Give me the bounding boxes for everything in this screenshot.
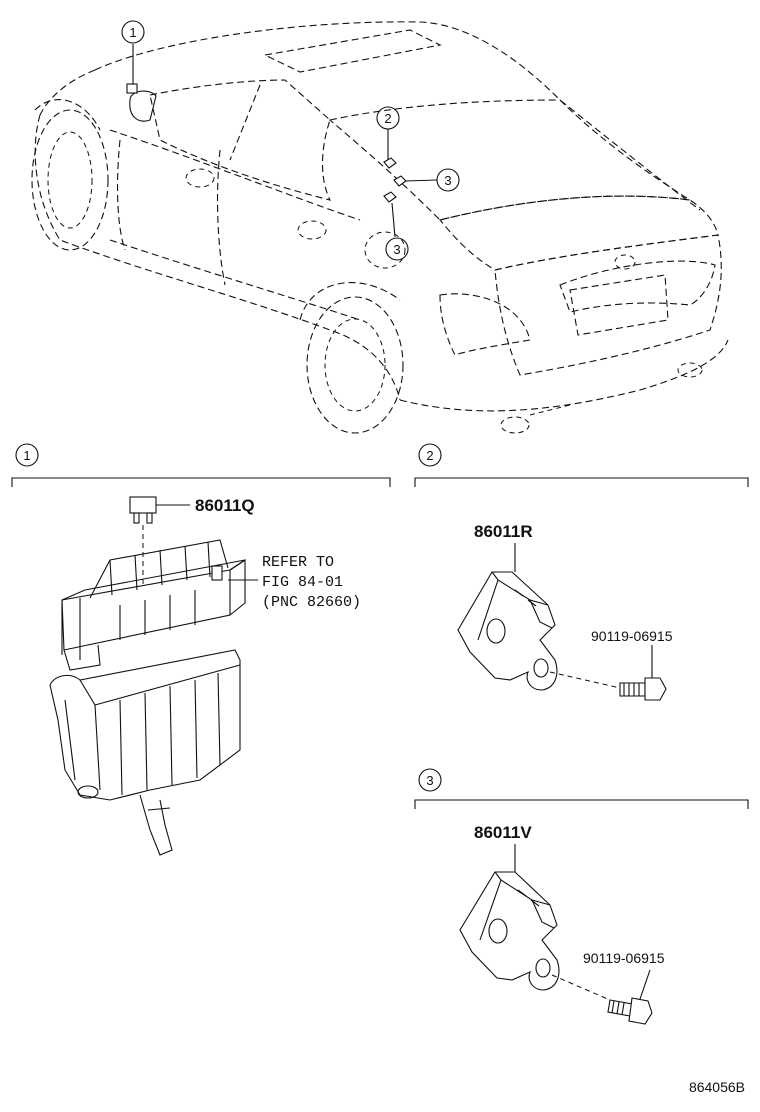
part-label-86011r: 86011R [474, 522, 533, 541]
bracket-86011r-part [457, 571, 558, 691]
refer-line-2: FIG 84-01 [262, 574, 343, 591]
section-2: 2 86011R 90119-06915 [414, 443, 749, 701]
section-1: 1 86011Q REFER TO FIG 84-01 (PNC 82660) [11, 443, 391, 856]
refer-line-3: (PNC 82660) [262, 594, 361, 611]
svg-text:3: 3 [426, 773, 433, 788]
bolt-90119-06915-b [607, 969, 653, 1025]
junction-box-housing [49, 649, 241, 856]
part-label-bolt-a: 90119-06915 [591, 628, 673, 644]
svg-text:3: 3 [444, 173, 451, 188]
svg-text:2: 2 [384, 111, 391, 126]
part-label-86011q: 86011Q [195, 496, 255, 515]
callout-3b-car: 3 [385, 202, 409, 261]
callout-2-car: 2 [376, 106, 400, 160]
section-3: 3 86011V 90119-06915 [414, 768, 749, 1025]
bolt-90119-06915-a [619, 645, 667, 701]
svg-text:2: 2 [426, 448, 433, 463]
svg-text:1: 1 [23, 448, 30, 463]
figure-code: 864056B [689, 1079, 745, 1095]
relay-block [61, 539, 258, 671]
car-illustration [31, 21, 729, 434]
refer-line-1: REFER TO [262, 554, 334, 571]
callout-3a-car: 3 [404, 168, 460, 192]
svg-text:3: 3 [393, 242, 400, 257]
bracket-86011v-part [459, 871, 560, 991]
fuse-86011q-part [129, 496, 190, 524]
part-label-86011v: 86011V [474, 823, 532, 842]
part-label-bolt-b: 90119-06915 [583, 950, 665, 966]
svg-text:1: 1 [129, 25, 136, 40]
callout-1-car: 1 [121, 20, 145, 84]
